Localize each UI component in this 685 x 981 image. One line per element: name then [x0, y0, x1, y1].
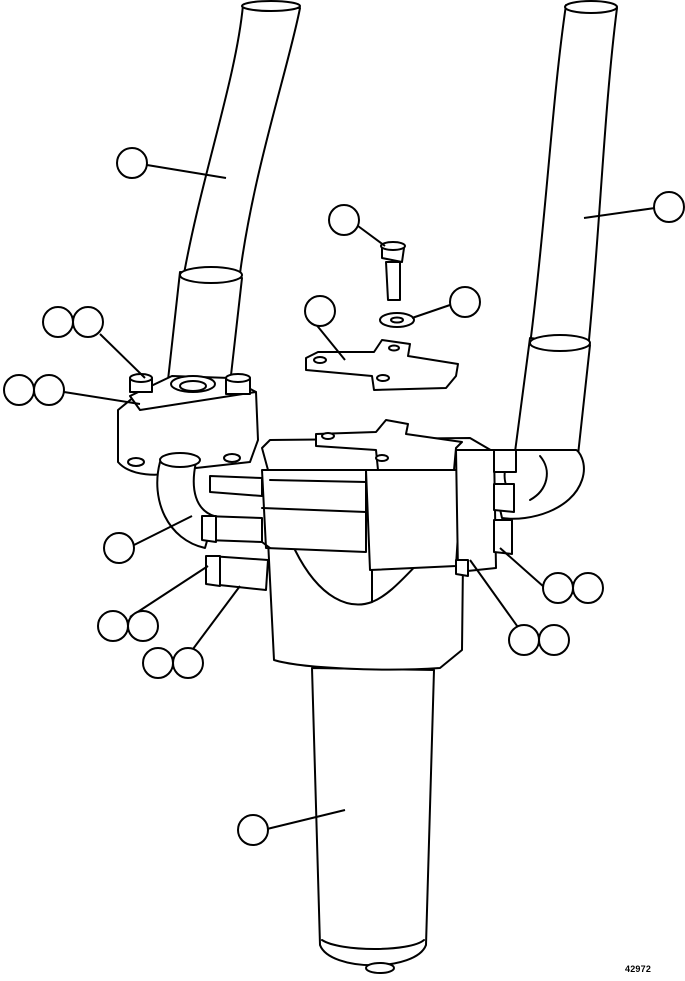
left-hose: [167, 0, 301, 385]
callout-balloon: [142, 647, 174, 679]
callout-balloon: [103, 532, 135, 564]
callout-balloon: [42, 306, 74, 338]
callout-balloon: [116, 147, 148, 179]
figure-number: 42972: [625, 964, 652, 974]
callout-balloon: [72, 306, 104, 338]
filter-head: [261, 437, 497, 671]
left-elbow: [156, 452, 263, 549]
callout-leaders: [63, 164, 656, 830]
callout-balloon: [653, 191, 685, 223]
callout-balloon: [97, 610, 129, 642]
callout-balloon: [237, 814, 269, 846]
callout-balloon: [127, 610, 159, 642]
loose-washer: [379, 312, 415, 328]
loose-bracket: [305, 339, 459, 391]
right-fittings: [455, 449, 517, 577]
callout-balloon: [538, 624, 570, 656]
callout-balloon: [449, 286, 481, 318]
callout-balloon: [572, 572, 604, 604]
head-plate: [315, 419, 463, 471]
callout-balloon: [33, 374, 65, 406]
left-fittings: [201, 515, 271, 591]
callout-balloon: [542, 572, 574, 604]
callout-balloon: [508, 624, 540, 656]
right-hose: [514, 0, 618, 456]
right-elbow: [497, 449, 585, 520]
loose-bolt: [380, 241, 406, 301]
callout-balloons: [3, 147, 685, 846]
callout-balloon: [3, 374, 35, 406]
callout-balloon: [328, 204, 360, 236]
callout-balloon: [304, 295, 336, 327]
filter-bowl: [311, 667, 435, 974]
callout-balloon: [172, 647, 204, 679]
